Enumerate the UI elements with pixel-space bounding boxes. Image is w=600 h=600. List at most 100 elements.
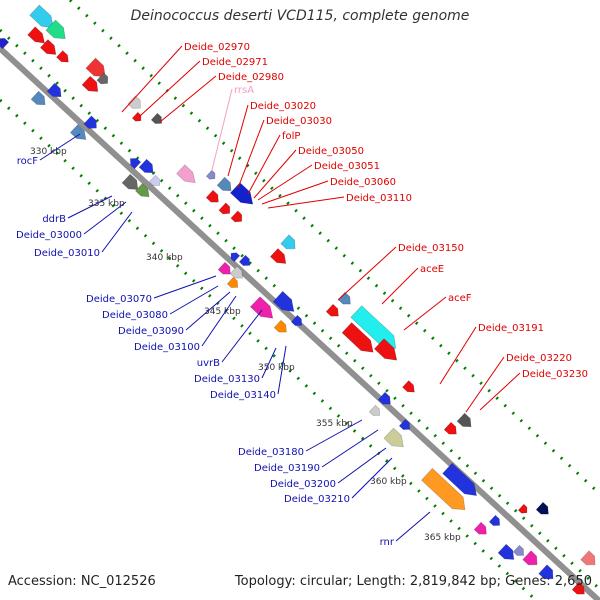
gene-leader-line [267,196,345,209]
gene-arrow [341,322,374,353]
forward-gene-label: folP [282,131,300,142]
kbp-marker-label: 335 kbp [88,199,125,209]
gene-arrow [121,173,139,190]
gene-arrow [45,19,66,40]
gene-arrow [249,296,274,319]
gene-leader-line [337,447,387,484]
gene-arrow [39,39,57,55]
gene-leader-line [121,45,183,113]
gene-arrow [421,467,466,511]
gene-arrow [402,380,415,393]
gene-arrow [230,252,241,263]
gene-leader-line [221,309,263,363]
forward-gene-label: Deide_03191 [478,323,544,334]
forward-gene-label: Deide_03230 [522,369,588,380]
gene-arrow [217,261,231,275]
gene-arrow [273,319,287,333]
forward-gene-label: aceE [420,264,444,275]
forward-gene-label: Deide_03020 [250,101,316,112]
gene-arrow [138,158,154,174]
reverse-gene-label: Deide_03200 [270,479,336,490]
forward-gene-label: Deide_03150 [398,243,464,254]
reverse-gene-label: Deide_03100 [134,342,200,353]
gene-leader-line [465,356,505,413]
gene-arrow [383,427,404,448]
gene-arrow [30,90,46,106]
genome-title: Deinococcus deserti VCD115, complete gen… [130,8,470,24]
gene-leader-line [261,180,329,205]
forward-gene-label: Deide_02980 [218,72,284,83]
gene-leader-line [351,457,393,499]
gene-leader-line [395,511,431,542]
gene-leader-line [381,267,419,305]
gene-arrow [290,314,303,326]
forward-gene-label: Deide_02971 [202,57,268,68]
gene-leader-line [67,195,113,219]
gene-leader-line [83,201,127,235]
gene-leader-line [321,429,379,468]
reverse-gene-label: Deide_03090 [118,326,184,337]
gene-arrow [377,391,391,405]
gene-leader-line [337,246,397,301]
gene-leader-line [257,164,313,201]
reverse-gene-label: Deide_03070 [86,294,152,305]
gene-arrow [456,412,472,428]
gene-leader-line [185,291,231,331]
gene-leader-line [101,211,133,253]
gene-arrow [443,421,457,435]
gene-arrow [373,338,398,361]
gene-arrow [517,503,528,514]
gene-arrow [230,210,243,223]
gene-arrow [46,82,62,98]
gene-arrow [229,265,243,279]
gene-arrow [96,72,109,85]
reverse-gene-label: Deide_03000 [16,230,82,241]
gene-arrow [131,111,142,122]
gene-leader-line [277,345,287,395]
gene-arrow [69,124,87,140]
reverse-gene-label: Deide_03080 [102,310,168,321]
gene-leader-line [211,88,233,171]
gene-arrow [226,276,239,288]
reverse-gene-label: rnr [380,537,395,548]
forward-gene-label: Deide_03110 [346,193,412,204]
forward-gene-label: Deide_03060 [330,177,396,188]
gene-arrow [538,564,554,580]
gene-leader-line [479,372,521,411]
gene-arrow [280,234,296,250]
forward-gene-label: Deide_03030 [266,116,332,127]
gene-leader-line [439,326,477,385]
gene-arrow [229,182,254,205]
gene-arrow [85,57,106,78]
forward-gene-label: rrsA [234,85,254,96]
gene-arrow [272,290,295,312]
tick-track-inner [0,98,538,600]
gene-arrow [83,115,97,129]
gene-arrow [473,521,487,535]
gene-arrow [580,550,596,566]
gene-arrow [522,550,538,566]
forward-gene-label: Deide_03220 [506,353,572,364]
gene-leader-line [247,134,281,195]
gene-arrow [127,95,141,109]
kbp-marker-label: 365 kbp [424,533,461,543]
gene-arrow [56,50,69,63]
gene-leader-line [305,419,363,452]
kbp-marker-label: 330 kbp [30,147,67,157]
gene-leader-line [201,295,237,347]
gene-arrow [488,514,501,526]
gene-arrow [205,189,219,203]
reverse-gene-label: Deide_03190 [254,463,320,474]
accession-label: Accession: NC_012526 [8,574,156,589]
gene-arrow [398,418,411,430]
reverse-gene-label: ddrB [42,214,66,225]
gene-arrow [442,462,477,496]
kbp-marker-label: 355 kbp [316,419,353,429]
gene-arrow [325,303,339,317]
kbp-marker-label: 350 kbp [258,363,295,373]
reverse-gene-label: Deide_03180 [238,447,304,458]
topology-label: Topology: circular; Length: 2,819,842 bp… [234,574,592,589]
gene-arrow [29,4,54,29]
gene-arrow [238,254,251,266]
